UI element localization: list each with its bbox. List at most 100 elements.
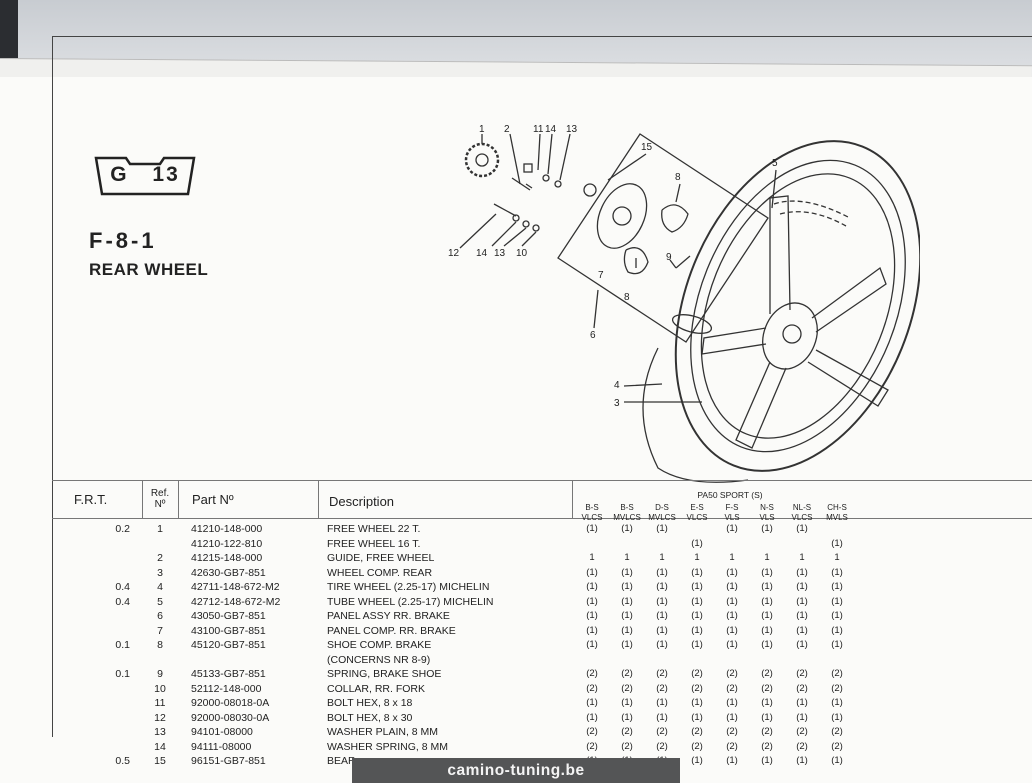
part-number-cell: 42711-148-672-M2 (191, 581, 280, 593)
quantity-cell: (1) (691, 581, 703, 592)
quantity-cell: (1) (656, 639, 668, 650)
sprocket-part (464, 142, 500, 178)
quantity-cell: (1) (796, 595, 808, 607)
quantity-cell: (2) (621, 740, 633, 752)
col-divider (142, 480, 143, 518)
quantity-cell: (1) (761, 523, 773, 534)
callout-15: 15 (641, 142, 653, 153)
quantity-cell: (1) (796, 610, 808, 621)
callout-1: 1 (479, 124, 485, 135)
brake-shoe-lower (623, 247, 649, 275)
quantity-cell: (2) (656, 740, 668, 752)
callout-9: 9 (666, 252, 672, 263)
ref-cell: 14 (154, 740, 166, 753)
part-number-cell: 96151-GB7-851 (191, 755, 266, 767)
ref-cell: 13 (154, 726, 166, 738)
callout-13-lower: 13 (494, 248, 506, 259)
quantity-cell: (1) (586, 624, 598, 636)
quantity-cell: (1) (796, 755, 808, 766)
col-divider (178, 480, 179, 518)
callout-4: 4 (614, 380, 620, 391)
part-number-cell: 42712-148-672-M2 (191, 595, 281, 608)
quantity-cell: 1 (834, 552, 840, 563)
quantity-cell: (2) (796, 726, 808, 737)
quantity-cell: 1 (694, 552, 700, 563)
quantity-cell: (1) (726, 639, 738, 650)
quantity-cell: 1 (589, 552, 595, 563)
quantity-cell: (2) (586, 740, 598, 752)
brake-panel (596, 183, 648, 249)
quantity-cell: (1) (691, 711, 703, 723)
ref-cell: 12 (154, 711, 166, 724)
callout-8-lower: 8 (624, 292, 630, 303)
frt-cell: 0.4 (115, 581, 130, 593)
description-cell: TUBE WHEEL (2.25-17) MICHELIN (327, 595, 494, 608)
section-badge: G 13 (92, 152, 198, 198)
part-number-cell: 92000-08018-0A (191, 697, 270, 709)
ref-cell: 8 (157, 639, 163, 651)
quantity-cell: (1) (586, 581, 598, 592)
frt-cell: 0.5 (115, 755, 130, 767)
rim-outline (690, 159, 906, 453)
quantity-cell: (1) (691, 624, 703, 636)
quantity-cell: (1) (796, 624, 808, 636)
description-cell: PANEL ASSY RR. BRAKE (327, 610, 450, 622)
description-cell: WHEEL COMP. REAR (327, 566, 433, 579)
quantity-cell: (1) (691, 610, 703, 621)
header-model-group: PA50 SPORT (S) (697, 490, 763, 500)
quantity-cell: (1) (586, 711, 598, 723)
quantity-cell: (1) (586, 523, 598, 534)
rear-wheel-exploded-diagram: 1 2 11 14 13 15 5 8 12 14 13 10 7 9 8 6 … (448, 124, 920, 483)
callout-8-upper: 8 (675, 172, 681, 183)
quantity-cell: (1) (621, 581, 633, 592)
quantity-cell: (1) (656, 697, 668, 708)
quantity-cell: (1) (621, 610, 633, 621)
part-number-cell: 43050-GB7-851 (191, 610, 266, 622)
part-number-cell: 41210-148-000 (191, 523, 263, 535)
quantity-cell: (1) (831, 697, 843, 708)
frt-cell: 0.2 (115, 523, 130, 535)
part-number-cell: 45133-GB7-851 (191, 668, 266, 680)
badge-outline-icon (94, 156, 196, 196)
quantity-cell: (1) (796, 639, 808, 650)
part-number-cell: 94111-08000 (191, 740, 252, 753)
quantity-cell: (2) (656, 668, 668, 679)
quantity-cell: (1) (586, 697, 598, 708)
quantity-cell: (2) (831, 726, 843, 737)
quantity-cell: (1) (586, 566, 598, 578)
quantity-cell: (1) (726, 697, 738, 708)
quantity-cell: (2) (761, 726, 773, 737)
quantity-cell: (1) (656, 581, 668, 592)
description-cell: PANEL COMP. RR. BRAKE (327, 624, 456, 637)
quantity-cell: (2) (656, 682, 668, 694)
description-cell: FREE WHEEL 22 T. (327, 523, 421, 535)
quantity-cell: (1) (726, 711, 738, 723)
quantity-cell: (2) (796, 682, 808, 694)
quantity-cell: (1) (761, 624, 773, 636)
col-divider (572, 480, 573, 518)
header-ref: Ref.Nº (150, 488, 170, 510)
quantity-cell: (2) (586, 726, 598, 737)
brake-shoe-upper (661, 204, 689, 233)
header-frt: F.R.T. (74, 492, 108, 507)
callout-13: 13 (566, 124, 578, 135)
header-part-no: Part Nº (192, 492, 234, 507)
quantity-cell: (2) (691, 682, 703, 694)
quantity-cell: (1) (831, 595, 843, 607)
quantity-cell: (1) (831, 624, 843, 636)
quantity-cell: (1) (831, 566, 843, 578)
description-cell: (CONCERNS NR 8-9) (327, 653, 431, 666)
quantity-cell: (2) (691, 668, 703, 679)
quantity-cell: (2) (796, 668, 808, 679)
callout-14-lower: 14 (476, 248, 488, 259)
